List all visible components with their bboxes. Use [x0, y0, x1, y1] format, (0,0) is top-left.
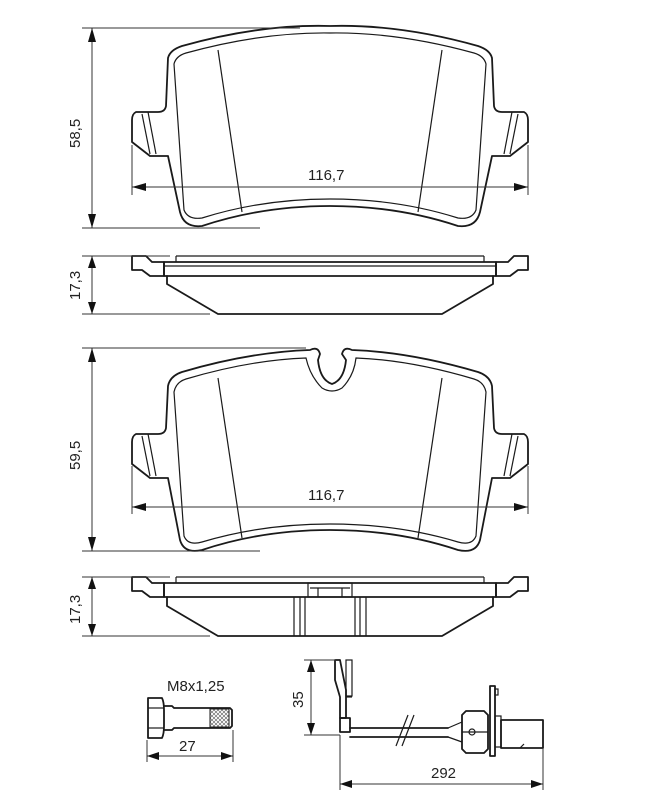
bolt-drawing: [146, 697, 234, 762]
pad1-side-view: [82, 255, 529, 315]
bolt-length-label: 27: [179, 738, 196, 755]
pad2-height-label: 59,5: [67, 441, 84, 470]
pad1-front-view: [82, 24, 529, 229]
sensor-height-label: 35: [290, 691, 307, 708]
wear-sensor-drawing: [304, 659, 544, 790]
pad1-thickness-label: 17,3: [67, 271, 84, 300]
pad2-front-view: [82, 347, 529, 552]
pad2-width-label: 116,7: [308, 487, 344, 504]
pad1-height-label: 58,5: [67, 119, 84, 148]
sensor-length-label: 292: [431, 765, 456, 782]
pad2-side-view: [82, 576, 529, 637]
pad2-thickness-label: 17,3: [67, 595, 84, 624]
pad1-width-label: 116,7: [308, 167, 344, 184]
bolt-thread-label: M8x1,25: [167, 678, 225, 695]
